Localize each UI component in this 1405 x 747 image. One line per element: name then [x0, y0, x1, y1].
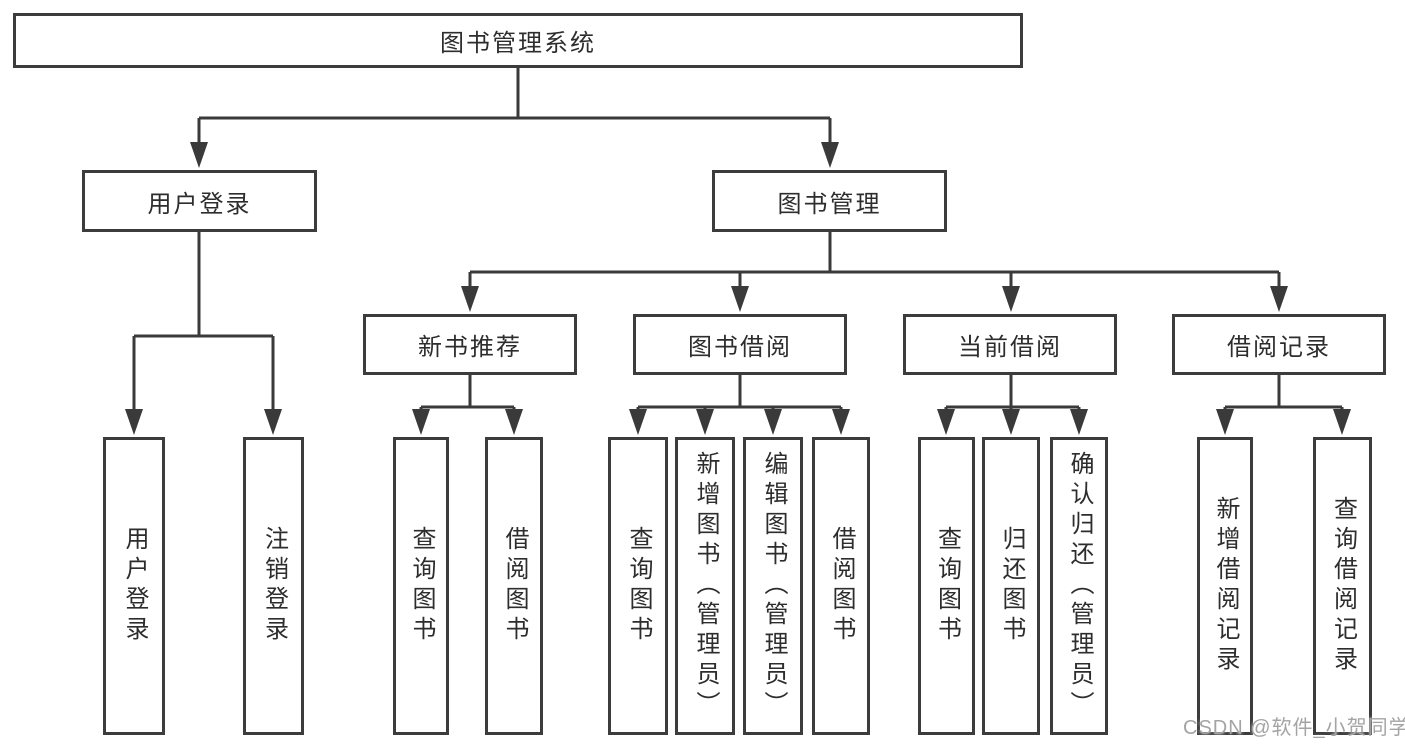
- node-records-query-record: 查询借阅记录: [1313, 437, 1372, 735]
- node-new-books-query-label: 查询图书: [408, 526, 435, 646]
- arrow-icon: [505, 409, 523, 435]
- node-borrow-edit-books: 编辑图书（管理员）: [743, 437, 803, 735]
- arrow-icon: [832, 409, 850, 435]
- node-records-query-record-label: 查询借阅记录: [1329, 496, 1357, 676]
- node-records-add-record-label: 新增借阅记录: [1212, 496, 1239, 676]
- connector-book-borrow: [636, 375, 843, 413]
- node-current-borrowing: 当前借阅: [903, 314, 1117, 375]
- node-root: 图书管理系统: [13, 13, 1023, 68]
- node-new-book-recommend: 新书推荐: [363, 314, 577, 375]
- arrowheads: [125, 142, 1351, 435]
- connector-root: [197, 68, 832, 146]
- arrow-icon: [1070, 409, 1088, 435]
- node-current-borrowing-label: 当前借阅: [958, 334, 1062, 361]
- arrow-icon: [696, 409, 714, 435]
- arrow-icon: [1270, 286, 1288, 312]
- connector-user-login: [132, 232, 275, 413]
- node-new-books-query: 查询图书: [393, 437, 449, 735]
- node-root-label: 图书管理系统: [440, 30, 596, 57]
- arrow-icon: [125, 409, 143, 435]
- node-new-books-borrow-label: 借阅图书: [501, 526, 528, 646]
- node-current-return-books-label: 归还图书: [998, 526, 1025, 646]
- node-borrow-query-books: 查询图书: [608, 437, 668, 735]
- node-borrow-add-books: 新增图书（管理员）: [675, 437, 735, 735]
- arrow-icon: [1333, 409, 1351, 435]
- node-borrow-borrow-books-label: 借阅图书: [828, 526, 855, 646]
- arrow-icon: [629, 409, 647, 435]
- node-book-management-label: 图书管理: [777, 190, 882, 218]
- arrow-icon: [1002, 286, 1020, 312]
- node-records-add-record: 新增借阅记录: [1197, 437, 1253, 735]
- node-current-return-books: 归还图书: [982, 437, 1040, 735]
- node-new-book-recommend-label: 新书推荐: [418, 334, 522, 361]
- node-leaf-logout: 注销登录: [243, 437, 304, 735]
- node-current-query-books-label: 查询图书: [933, 526, 961, 646]
- node-leaf-user-login: 用户登录: [103, 437, 165, 735]
- arrow-icon: [1002, 409, 1020, 435]
- connector-borrow-records: [1223, 375, 1344, 413]
- node-new-books-borrow: 借阅图书: [485, 437, 543, 735]
- arrow-icon: [937, 409, 955, 435]
- node-borrow-query-books-label: 查询图书: [625, 526, 652, 646]
- connector-book-management: [468, 232, 1281, 290]
- connector-current-borrow: [944, 375, 1081, 413]
- node-book-management: 图书管理: [712, 170, 947, 232]
- node-borrow-add-books-label: 新增图书（管理员）: [692, 451, 719, 721]
- node-current-confirm-return: 确认归还（管理员）: [1050, 437, 1108, 735]
- node-borrow-borrow-books: 借阅图书: [812, 437, 870, 735]
- node-current-query-books: 查询图书: [918, 437, 975, 735]
- connector-new-books: [419, 375, 516, 413]
- csdn-watermark: CSDN @软件_小贺同学: [1183, 717, 1405, 739]
- node-borrowing-records-label: 借阅记录: [1227, 334, 1331, 361]
- node-leaf-user-login-label: 用户登录: [121, 526, 148, 646]
- node-user-login: 用户登录: [82, 170, 317, 232]
- arrow-icon: [461, 286, 479, 312]
- arrow-icon: [821, 142, 839, 168]
- node-borrowing-records: 借阅记录: [1172, 314, 1386, 375]
- node-book-borrowing-label: 图书借阅: [688, 334, 792, 361]
- arrow-icon: [1216, 409, 1234, 435]
- node-current-confirm-return-label: 确认归还（管理员）: [1066, 451, 1093, 721]
- arrow-icon: [190, 142, 208, 168]
- arrow-icon: [412, 409, 430, 435]
- node-borrow-edit-books-label: 编辑图书（管理员）: [760, 451, 787, 721]
- node-user-login-label: 用户登录: [147, 190, 252, 218]
- arrow-icon: [731, 286, 749, 312]
- arrow-icon: [264, 409, 282, 435]
- node-book-borrowing: 图书借阅: [633, 314, 847, 375]
- node-leaf-logout-label: 注销登录: [260, 526, 288, 646]
- arrow-icon: [764, 409, 782, 435]
